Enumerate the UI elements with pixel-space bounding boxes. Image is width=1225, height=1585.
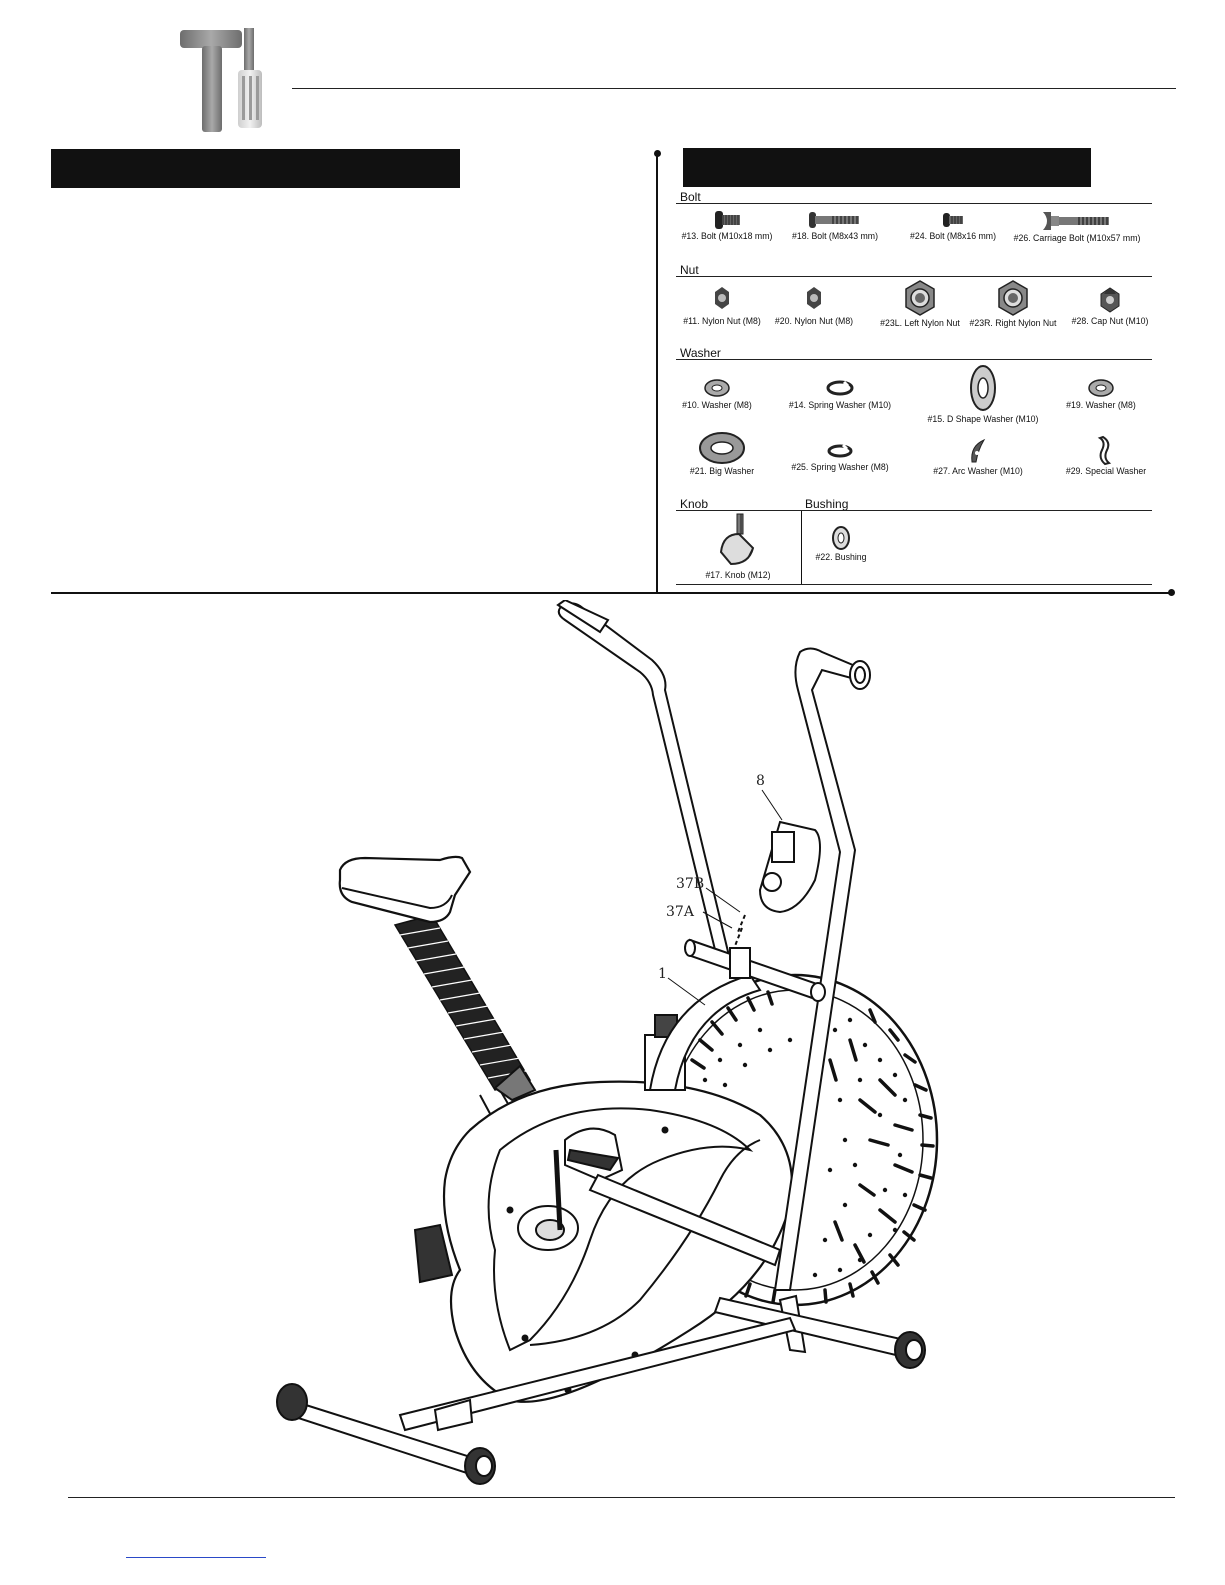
nut-icon: [715, 287, 729, 309]
pedal-crank-arm: [588, 1173, 782, 1267]
callout-cable-37b: 37B: [676, 876, 705, 892]
front-frame-arc: [648, 973, 762, 1091]
part-label: #19. Washer (M8): [1066, 400, 1136, 411]
knob-icon: [719, 513, 755, 566]
short-bolt-icon: [715, 211, 740, 229]
main-frame-rail: [398, 1316, 797, 1432]
hammer-screwdriver-icon: [176, 24, 276, 146]
vertical-rule-top-dot: [654, 150, 661, 157]
part-label: #23R. Right Nylon Nut: [969, 318, 1057, 329]
cap-nut-icon: [1100, 287, 1120, 313]
left-title-bar: [51, 149, 460, 188]
knob-bushing-divider: [801, 511, 802, 584]
spring-washer-icon: [826, 380, 854, 396]
pedal-left: [553, 1127, 624, 1231]
part-label: #24. Bolt (M8x16 mm): [910, 231, 996, 242]
big-washer-icon: [699, 432, 745, 464]
right-handlebar: [773, 647, 871, 1291]
washer-section-label: Washer: [680, 346, 721, 360]
part-13-bolt: #13. Bolt (M10x18 mm): [674, 209, 780, 242]
footer-link-underline: [126, 1557, 266, 1558]
bushing-section-label: Bushing: [805, 497, 849, 511]
bolt-section-rule: [676, 203, 1152, 204]
part-28-cap-nut: #28. Cap Nut (M10): [1062, 282, 1158, 327]
part-23r-right-nylon-nut: #23R. Right Nylon Nut: [960, 278, 1066, 329]
part-label: #13. Bolt (M10x18 mm): [681, 231, 773, 242]
part-label: #26. Carriage Bolt (M10x57 mm): [1013, 233, 1141, 244]
part-label: #29. Special Washer: [1065, 466, 1147, 477]
part-label: #28. Cap Nut (M10): [1071, 316, 1149, 327]
part-25-spring-washer: #25. Spring Washer (M8): [782, 440, 898, 473]
pedal-right: [413, 1223, 454, 1284]
part-label: #11. Nylon Nut (M8): [683, 316, 761, 327]
part-29-special-washer: #29. Special Washer: [1058, 434, 1154, 477]
part-17-knob: #17. Knob (M12): [674, 512, 802, 581]
nut-section-label: Nut: [680, 263, 699, 277]
part-27-arc-washer: #27. Arc Washer (M10): [920, 436, 1036, 477]
part-label: #15. D Shape Washer (M10): [927, 414, 1039, 425]
bushing-icon: [832, 526, 850, 550]
seat-post: [393, 914, 537, 1161]
section-divider-dot: [1168, 589, 1175, 596]
header-rule: [292, 88, 1176, 89]
bolt-section-label: Bolt: [680, 190, 701, 204]
large-nut-icon: [998, 280, 1028, 316]
callout-cable-37a: 37A: [666, 904, 694, 920]
part-label: #22. Bushing: [815, 552, 867, 563]
part-22-bushing: #22. Bushing: [806, 524, 876, 563]
arc-washer-icon: [971, 438, 986, 463]
part-24-bolt: #24. Bolt (M8x16 mm): [900, 209, 1006, 242]
callout-computer: 8: [756, 773, 765, 789]
handlebar-crossbar: [684, 938, 826, 1002]
short-bolt-icon: [943, 213, 963, 227]
washer-icon: [1088, 379, 1114, 397]
part-label: #14. Spring Washer (M10): [788, 400, 892, 411]
part-14-spring-washer: #14. Spring Washer (M10): [782, 376, 898, 411]
part-label: #18. Bolt (M8x43 mm): [792, 231, 878, 242]
seat: [338, 855, 472, 924]
d-shape-washer-icon: [970, 365, 996, 411]
part-label: #21. Big Washer: [689, 466, 755, 477]
nut-section-rule: [676, 276, 1152, 277]
part-18-bolt: #18. Bolt (M8x43 mm): [782, 209, 888, 242]
rear-stabilizer: [276, 1383, 496, 1485]
exercise-bike-diagram: [260, 598, 960, 1490]
washer-icon: [704, 379, 730, 397]
part-label: #25. Spring Washer (M8): [791, 462, 889, 473]
part-26-carriage-bolt: #26. Carriage Bolt (M10x57 mm): [1002, 209, 1152, 244]
part-label: #23L. Left Nylon Nut: [880, 318, 960, 329]
part-11-nylon-nut: #11. Nylon Nut (M8): [674, 282, 770, 327]
part-label: #17. Knob (M12): [705, 570, 771, 581]
footer-rule: [68, 1497, 1175, 1498]
part-15-d-shape-washer: #15. D Shape Washer (M10): [920, 362, 1046, 425]
carriage-bolt-icon: [1043, 212, 1109, 230]
large-nut-icon: [905, 280, 935, 316]
part-20-nylon-nut: #20. Nylon Nut (M8): [766, 282, 862, 327]
long-bolt-icon: [809, 212, 859, 228]
knob-section-label: Knob: [680, 497, 709, 511]
part-10-washer: #10. Washer (M8): [674, 376, 760, 411]
computer-console: [734, 820, 821, 947]
spring-washer-icon: [827, 443, 853, 458]
part-21-big-washer: #21. Big Washer: [674, 430, 770, 477]
part-19-washer: #19. Washer (M8): [1058, 376, 1144, 411]
front-stabilizer: [713, 1296, 926, 1369]
section-divider-rule: [51, 592, 1173, 594]
part-label: #10. Washer (M8): [682, 400, 752, 411]
left-handlebar: [556, 598, 732, 964]
vertical-divider: [656, 154, 658, 594]
part-23l-left-nylon-nut: #23L. Left Nylon Nut: [862, 278, 978, 329]
nut-icon: [807, 287, 821, 309]
part-label: #27. Arc Washer (M10): [933, 466, 1023, 477]
special-washer-icon: [1097, 435, 1112, 466]
washer-section-rule: [676, 359, 1152, 360]
right-title-bar: [683, 148, 1091, 187]
callout-frame: 1: [658, 966, 667, 982]
part-label: #20. Nylon Nut (M8): [774, 316, 854, 327]
knob-section-rule: [676, 510, 1152, 511]
hardware-bottom-rule: [676, 584, 1152, 585]
